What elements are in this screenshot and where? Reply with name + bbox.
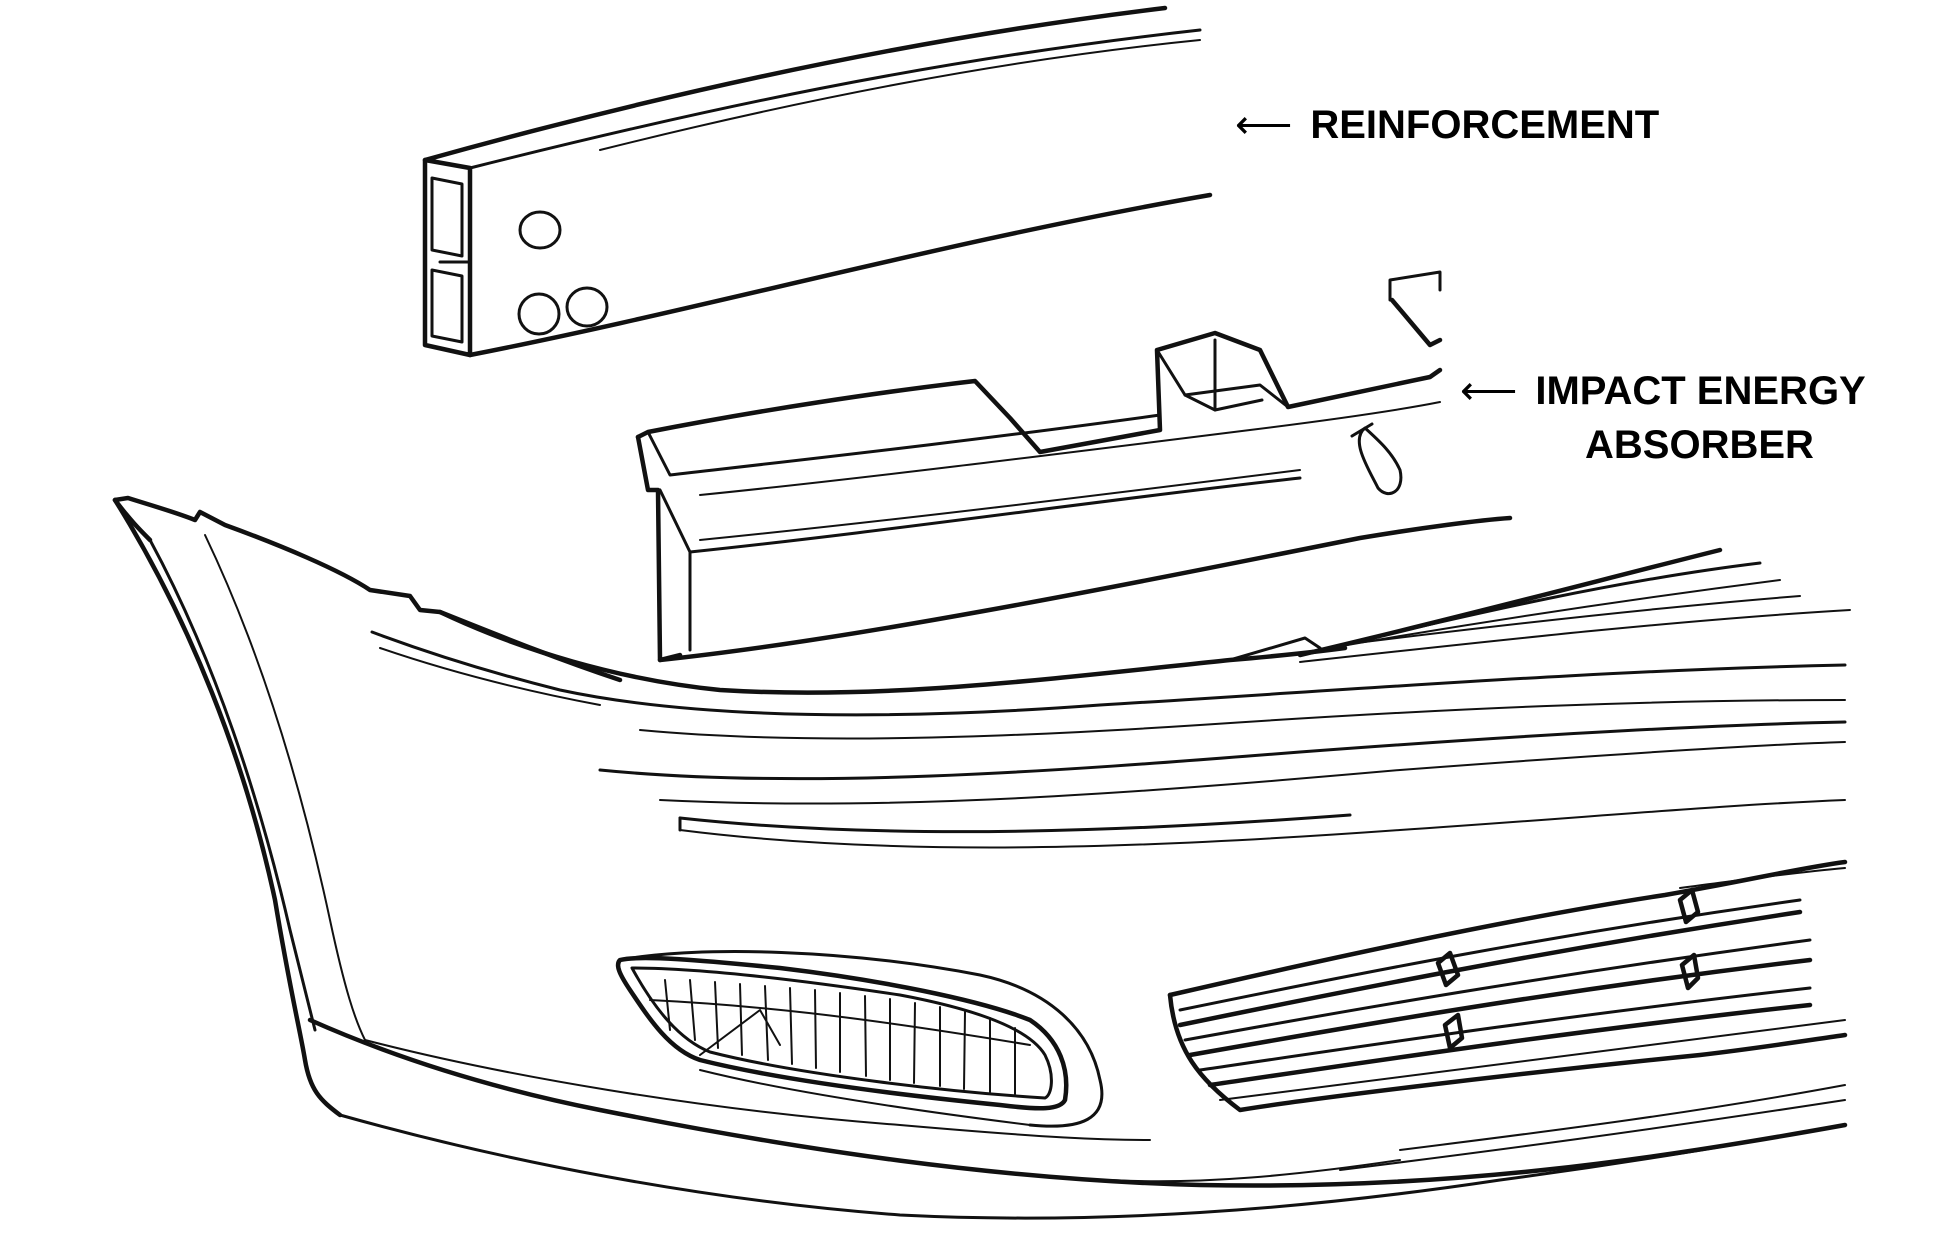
arrow-left-icon: ⟵ — [1460, 369, 1518, 413]
absorber-label: ⟵ IMPACT ENERGY — [1460, 364, 1866, 418]
absorber-label-line1: IMPACT ENERGY — [1535, 369, 1866, 413]
absorber-label-line2: ABSORBER — [1585, 423, 1814, 467]
reinforcement-beam — [422, 5, 1213, 358]
fog-lamp — [615, 955, 1069, 1111]
arrow-left-icon: ⟵ — [1235, 103, 1293, 147]
reinforcement-label-text: REINFORCEMENT — [1310, 103, 1660, 147]
lower-grille — [1167, 859, 1848, 1113]
fog-lamp-lens-lines — [649, 979, 1031, 1095]
reinforcement-label: ⟵ REINFORCEMENT — [1235, 98, 1659, 152]
impact-energy-absorber — [635, 270, 1513, 663]
bumper-fascia — [112, 495, 1851, 1220]
